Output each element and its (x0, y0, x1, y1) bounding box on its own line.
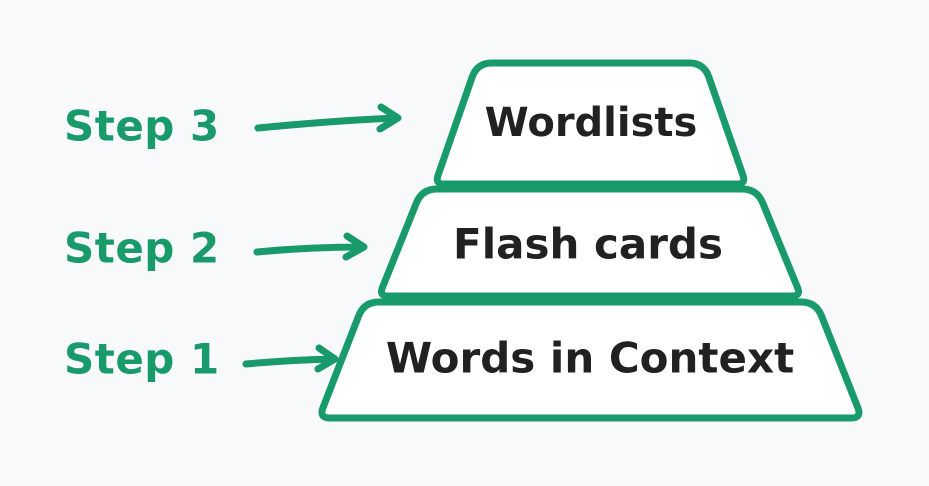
pyramid-tier-middle (377, 185, 803, 300)
step-label-2: Step 2 (64, 223, 220, 273)
step-label-3: Step 3 (64, 101, 220, 151)
pyramid-tier-bottom (318, 298, 863, 422)
tier-label-wordlists: Wordlists (484, 100, 698, 147)
arrow-right-icon (242, 344, 339, 373)
tier-label-words-in-context: Words in Context (385, 333, 795, 383)
arrow-right-icon (254, 103, 402, 133)
pyramid-tier-top (433, 59, 748, 188)
tier-label-flash-cards: Flash cards (453, 219, 723, 269)
arrow-right-icon (253, 232, 368, 261)
step-label-1: Step 1 (64, 334, 220, 384)
